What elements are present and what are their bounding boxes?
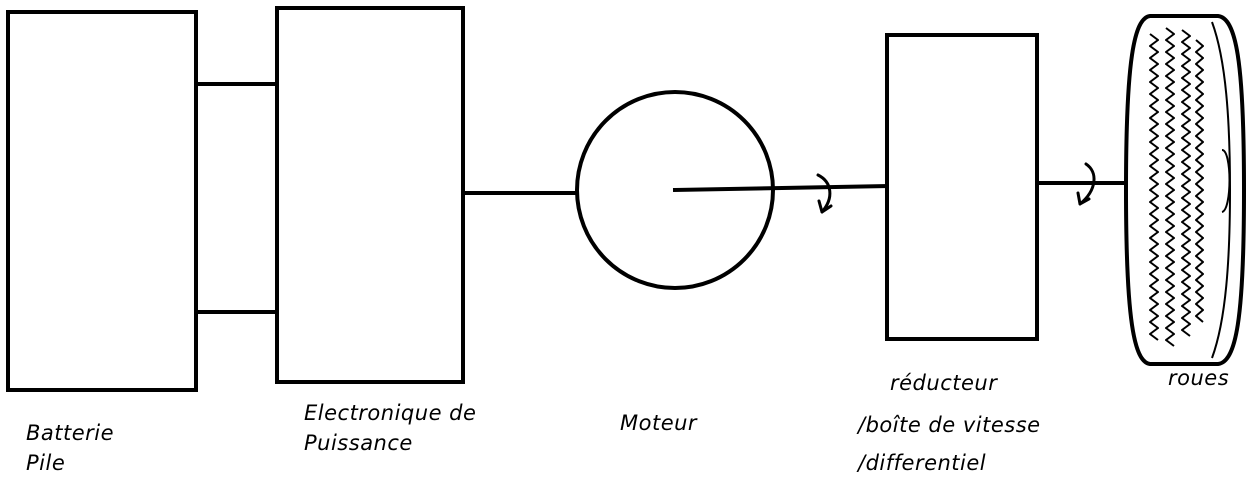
reducer-label-line-3: /differentiel — [856, 451, 986, 475]
power-electronics-label-line-2: Puissance — [304, 431, 413, 455]
motor-label: Moteur — [620, 411, 698, 435]
battery-label-line-1: Batterie — [26, 421, 114, 445]
rotation-arrow-icon — [1076, 162, 1096, 206]
battery-label-line-2: Pile — [26, 451, 65, 475]
motor-shaft — [672, 183, 890, 193]
motor-label-line-1: Moteur — [620, 411, 698, 435]
reducer-block — [885, 33, 1039, 341]
reducer-label-line-1: réducteur — [890, 371, 998, 395]
tire-valve — [1221, 149, 1231, 213]
tire-icon — [1123, 14, 1247, 366]
battery-label: Batterie Pile — [26, 421, 114, 475]
power-electronics-label-line-1: Electronique de — [304, 401, 476, 425]
reducer-label-line-2: /boîte de vitesse — [856, 413, 1041, 437]
reducer-label: réducteur /boîte de vitesse /differentie… — [856, 371, 1041, 475]
rotation-arrow-icon — [816, 173, 833, 214]
battery-block — [6, 10, 198, 392]
wheels-label: roues — [1168, 366, 1229, 390]
power-electronics-block — [275, 6, 465, 384]
tire-tread — [1149, 27, 1204, 347]
wheels-label-line-1: roues — [1168, 366, 1229, 390]
power-electronics-label: Electronique de Puissance — [304, 401, 476, 455]
